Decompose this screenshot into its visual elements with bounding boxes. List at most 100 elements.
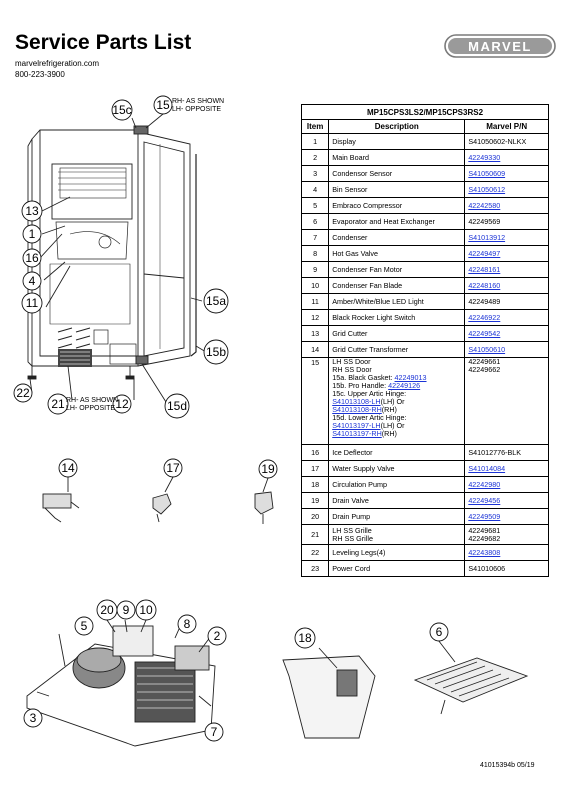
callout-9: 9 [123,603,130,617]
desc-line: (LH) Or [380,397,405,406]
item-description: Condensor Sensor [328,165,466,182]
item-description: LH SS Door RH SS Door 15a. Black Gasket:… [328,357,466,445]
callout-4: 4 [29,274,36,288]
part-number-cell: S41050612 [464,181,549,198]
callout-12: 12 [115,397,129,411]
part-link[interactable]: 42242980 [468,480,501,489]
desc-line: 15a. Black Gasket: [332,373,395,382]
part-number-cell: 42249497 [464,245,549,262]
small-parts-diagram: 14 17 19 [42,458,278,524]
part-number-cell: S41050610 [464,341,549,358]
part-link[interactable]: S41050609 [468,169,506,178]
desc-line: LH SS Door [332,357,371,366]
desc-line: 15b. Pro Handle: [332,381,389,390]
part-link[interactable]: S41013197-LH [332,421,381,430]
item-description: Hot Gas Valve [328,245,466,262]
callout-15b: 15b [206,345,226,359]
parts-table: MP15CPS3LS2/MP15CPS3RS2 Item Description… [300,104,549,577]
part-link[interactable]: S41013197-RH [332,429,382,438]
part-link[interactable]: 42248161 [468,265,501,274]
part-link[interactable]: 42249542 [468,329,501,338]
table-row: 21 LH SS Grille RH SS Grille 42249681 42… [300,524,549,545]
part-link[interactable]: 42249497 [468,249,501,258]
callout-14: 14 [61,461,75,475]
item-number: 1 [300,133,330,150]
phone-text: 800-223-3900 [15,70,65,79]
document-number: 41015394b 05/19 [480,762,535,769]
callout-15d: 15d [167,399,187,413]
part-number: 42249681 42249682 [464,524,549,545]
part-link[interactable]: 42249013 [394,373,427,382]
callout-1: 1 [29,227,36,241]
item-description: Bin Sensor [328,181,466,198]
part-link[interactable]: S41050610 [468,345,506,354]
part-link[interactable]: 42243808 [468,548,501,557]
item-description: Evaporator and Heat Exchanger [328,213,466,230]
part-link[interactable]: 42248160 [468,281,501,290]
callout-13: 13 [25,204,39,218]
table-row: 15 LH SS Door RH SS Door 15a. Black Gask… [300,357,549,445]
part-number-cell: S41050609 [464,165,549,182]
part-number-cell: 42243808 [464,544,549,561]
part-link[interactable]: 42242580 [468,201,501,210]
bottom-parts-diagram: 20 9 10 5 8 2 3 7 18 6 [23,599,529,747]
item-description: Ice Deflector [328,444,466,461]
item-number: 7 [300,229,330,246]
callout-15c-top: 15c [112,103,131,117]
part-number: S41010606 [468,564,506,573]
callout-3: 3 [30,711,37,725]
part-link[interactable]: 42249509 [468,512,501,521]
hinge-note-top-line1: RH- AS SHOWN [172,98,224,105]
part-link[interactable]: S41013108-RH [332,405,382,414]
callout-15: 15 [156,98,170,112]
item-number: 3 [300,165,330,182]
part-link[interactable]: S41014084 [468,464,506,473]
item-number: 6 [300,213,330,230]
item-number: 15 [300,357,330,445]
part-number: S41050602-NLKX [468,137,527,146]
desc-line: 15d. Lower Artic Hinge: [332,413,407,422]
callout-19: 19 [261,462,275,476]
part-number-cell: 42242580 [464,197,549,214]
part-link[interactable]: 42249126 [388,381,421,390]
part-number-cell: 42249489 [464,293,549,310]
website-text: marvelrefrigeration.com [15,59,100,68]
item-description: Grid Cutter Transformer [328,341,466,358]
hinge-note-top-line2: LH- OPPOSITE [172,106,221,113]
part-link[interactable]: 42249456 [468,496,501,505]
callout-7: 7 [211,725,218,739]
part-link[interactable]: S41050612 [468,185,506,194]
desc-line: 15c. Upper Artic Hinge: [332,389,407,398]
page-title: Service Parts List [15,31,192,54]
part-number: 42249661 42249662 [464,357,549,445]
part-number-cell: 42242980 [464,476,549,493]
callout-15a: 15a [206,294,226,308]
pn-line: 42249661 [468,357,501,366]
callout-11: 11 [26,296,39,310]
callout-17: 17 [166,461,180,475]
part-number-cell: 42249542 [464,325,549,342]
logo-text: MARVEL [468,39,532,54]
part-number-cell: S41050602-NLKX [464,133,549,150]
part-link[interactable]: 42249330 [468,153,501,162]
part-link[interactable]: S41013912 [468,233,506,242]
callout-2: 2 [214,629,221,643]
desc-line: RH SS Door [332,365,372,374]
desc-line: LH SS Grille [332,525,372,535]
callout-22: 22 [16,386,30,400]
part-link[interactable]: 42246922 [468,313,501,322]
unit-diagram: 15c 15 13 1 16 4 11 15a 15b 22 21 12 15d… [13,95,229,419]
part-link[interactable]: S41013108-LH [332,397,381,406]
